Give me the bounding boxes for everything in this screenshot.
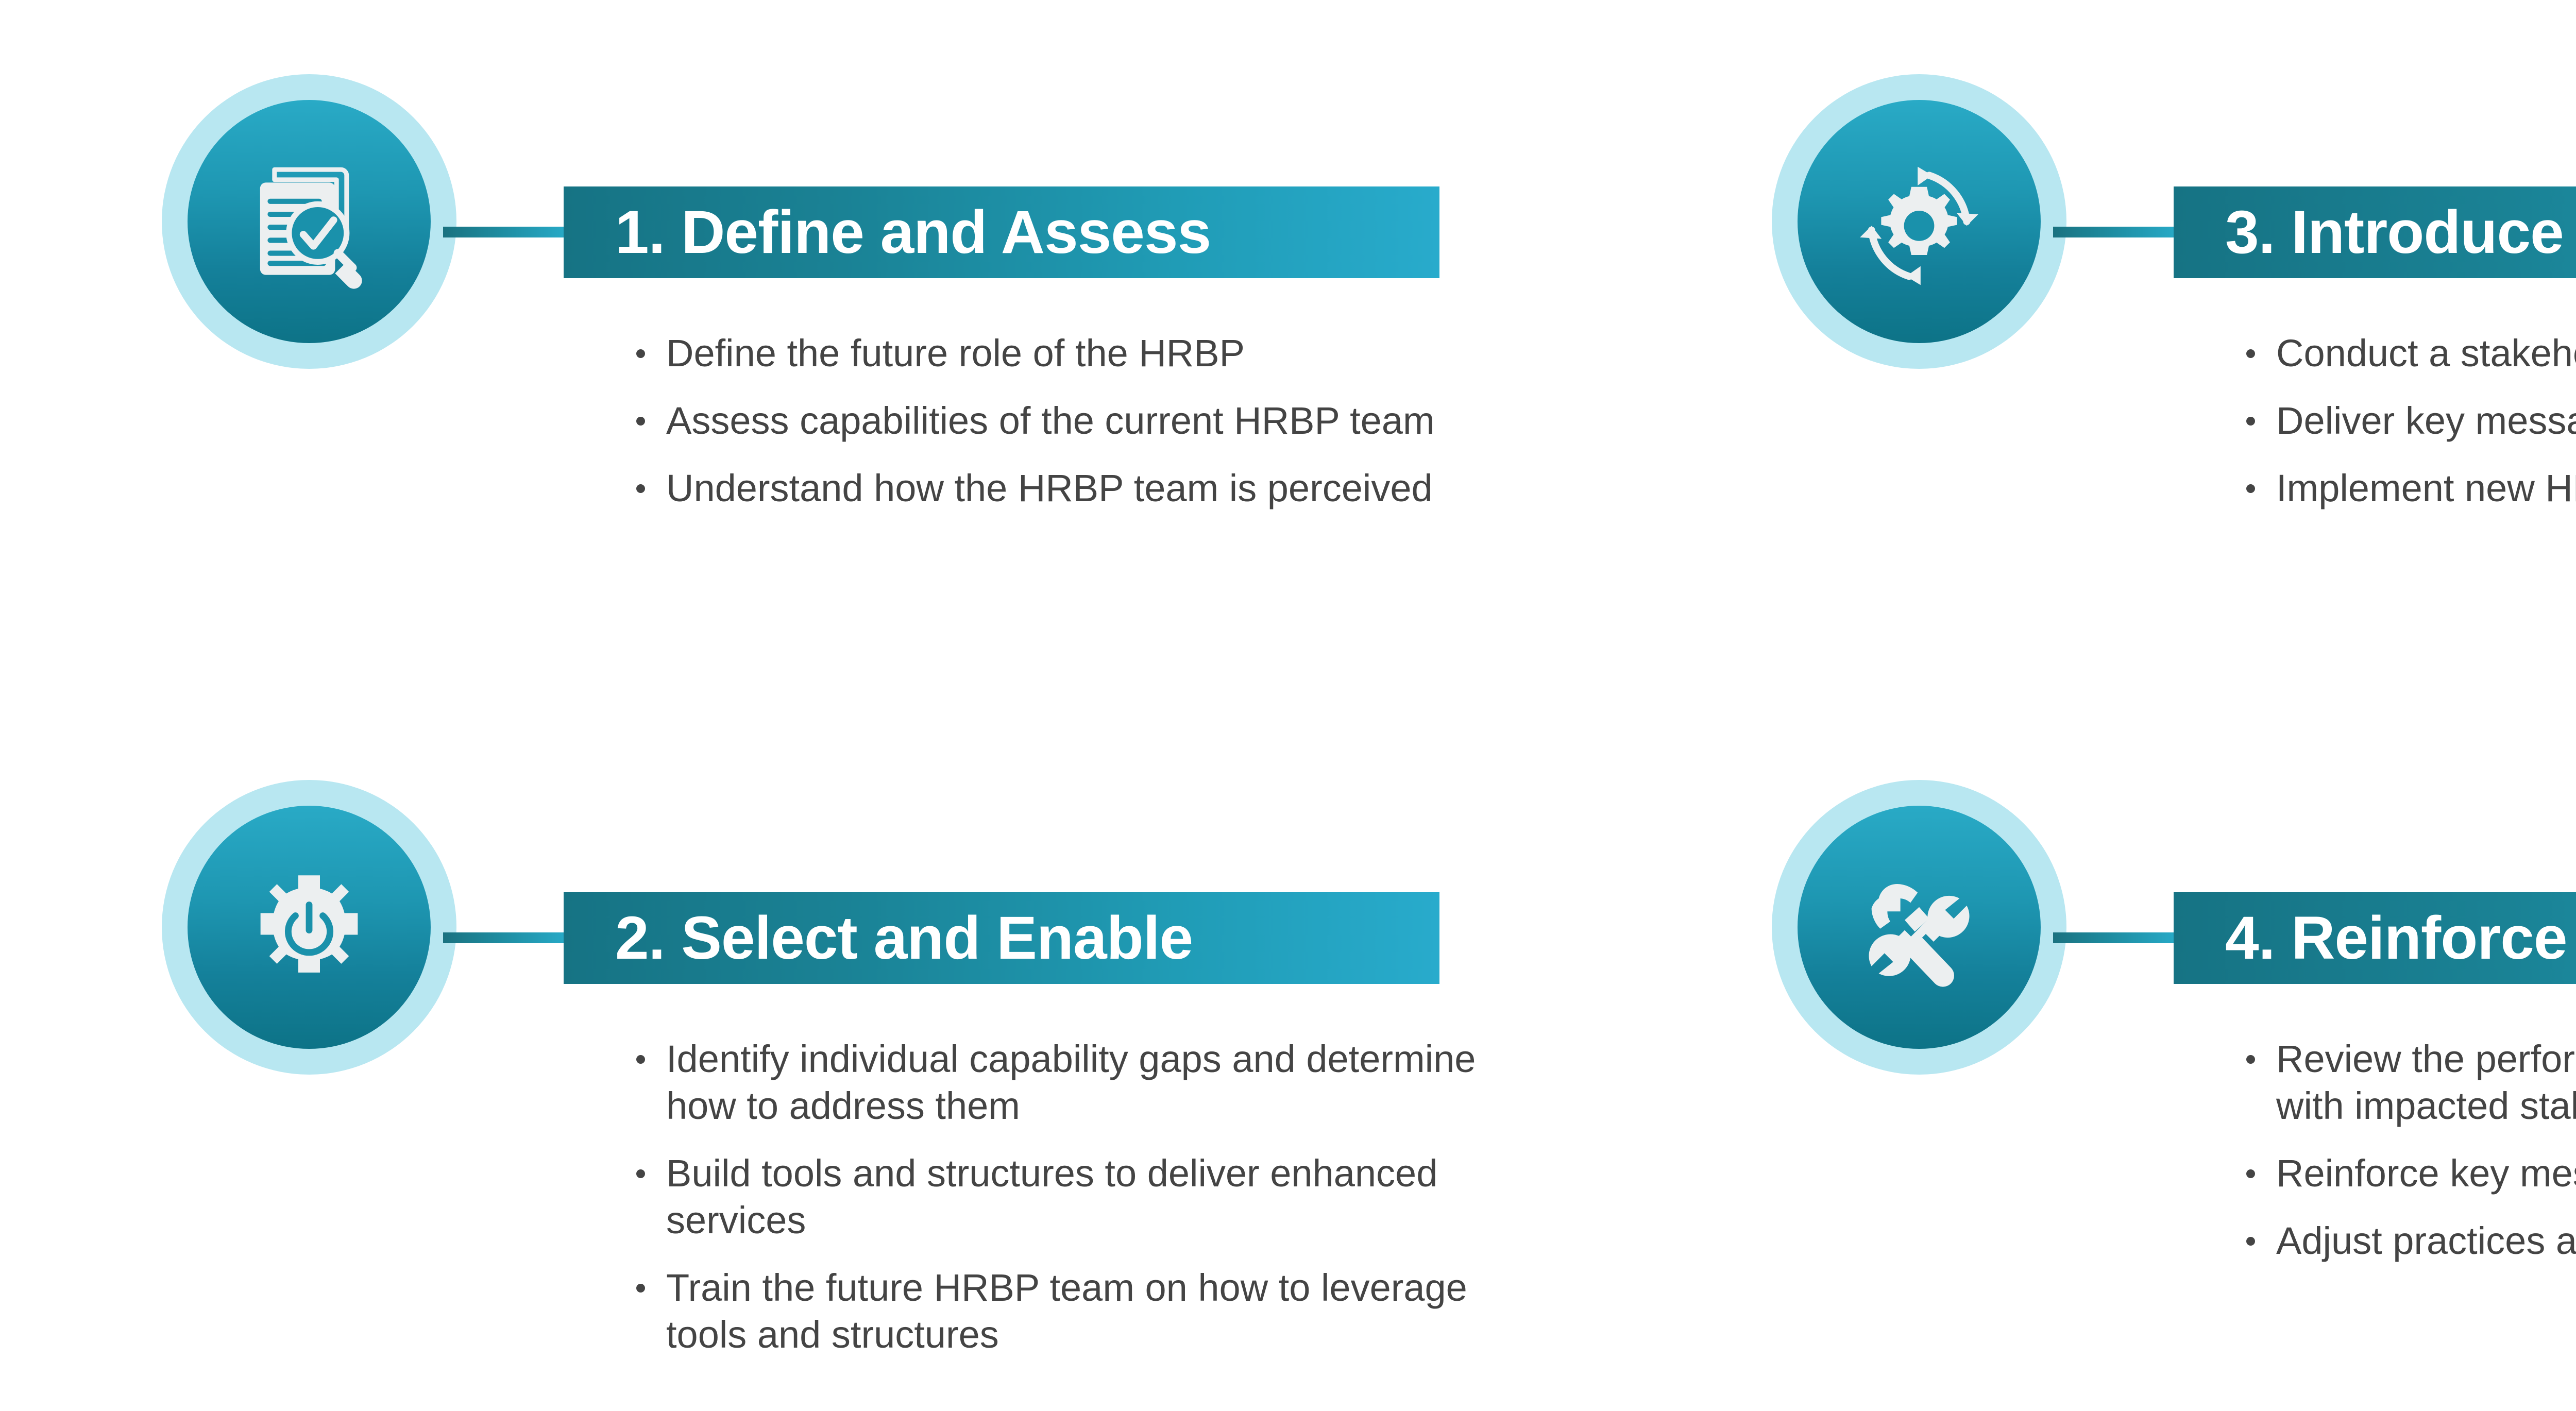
list-item: Deliver key messages and tools to impact… — [2236, 397, 2576, 444]
step-4-title-bar: 4. Reinforce and Adjust — [2174, 892, 2576, 984]
list-item: Conduct a stakeholder change assessment — [2236, 330, 2576, 377]
step-card-3: 3. Introduce and Implement Conduct a sta… — [1610, 0, 2576, 706]
list-item: Train the future HRBP team on how to lev… — [626, 1264, 1492, 1358]
document-magnifier-check-icon — [260, 167, 362, 289]
list-item: Assess capabilities of the current HRBP … — [626, 397, 1492, 444]
list-item: Build tools and structures to deliver en… — [626, 1150, 1492, 1244]
list-item: Understand how the HRBP team is perceive… — [626, 465, 1492, 512]
step-4-bullet-list: Review the performance of the HRBP team … — [2236, 1035, 2576, 1285]
step-1-medallion — [162, 74, 456, 369]
step-3-title-bar: 3. Introduce and Implement — [2174, 186, 2576, 278]
list-item: Implement new HRBP roles, practices, and… — [2236, 465, 2576, 512]
step-3-title: 3. Introduce and Implement — [2225, 198, 2576, 266]
step-1-title: 1. Define and Assess — [615, 198, 1211, 266]
step-3-medallion — [1772, 74, 2066, 369]
gear-power-button-icon — [260, 875, 358, 973]
step-4-medallion — [1772, 779, 2066, 1075]
step-card-4: 4. Reinforce and Adjust Review the perfo… — [1610, 706, 2576, 1411]
step-2-title: 2. Select and Enable — [615, 904, 1193, 972]
step-1-connector — [443, 227, 565, 237]
step-2-connector — [443, 932, 565, 943]
step-1-title-bar: 1. Define and Assess — [564, 186, 1439, 278]
step-2-title-bar: 2. Select and Enable — [564, 892, 1439, 984]
step-card-2: 2. Select and Enable Identify individual… — [0, 706, 1610, 1411]
step-4-title: 4. Reinforce and Adjust — [2225, 904, 2576, 972]
list-item: Reinforce key messages with stakeholder … — [2236, 1150, 2576, 1197]
step-card-1: 1. Define and Assess Define the future r… — [0, 0, 1610, 706]
list-item: Identify individual capability gaps and … — [626, 1035, 1492, 1129]
step-1-bullet-list: Define the future role of the HRBP Asses… — [626, 330, 1492, 532]
step-2-medallion — [162, 779, 456, 1075]
gear-cycle-arrows-icon — [1860, 166, 1978, 285]
step-3-connector — [2053, 227, 2175, 237]
step-3-bullet-list: Conduct a stakeholder change assessment … — [2236, 330, 2576, 532]
hammer-wrench-tools-icon — [1869, 883, 1970, 987]
list-item: Adjust practices and expectations as nee… — [2236, 1217, 2576, 1264]
step-4-connector — [2053, 932, 2175, 943]
list-item: Define the future role of the HRBP — [626, 330, 1492, 377]
step-2-bullet-list: Identify individual capability gaps and … — [626, 1035, 1492, 1379]
list-item: Review the performance of the HRBP team … — [2236, 1035, 2576, 1129]
